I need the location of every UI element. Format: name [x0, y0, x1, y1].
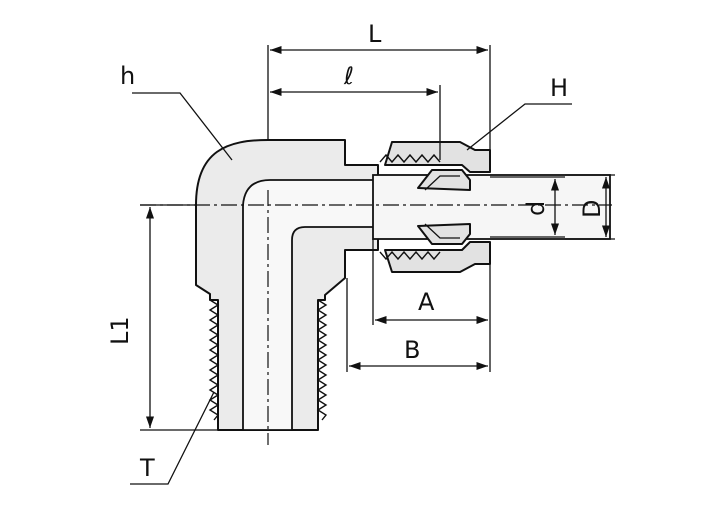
label-H: H: [550, 74, 568, 102]
dim-label-D: D: [578, 200, 606, 218]
label-T: T: [139, 454, 155, 482]
male-thread-right: [316, 299, 328, 421]
tube: [372, 174, 611, 240]
dim-label-l: ℓ: [343, 62, 354, 90]
nut-thread-bottom: [379, 250, 441, 261]
dim-label-A: A: [418, 288, 435, 316]
ferrule-top: [417, 169, 471, 191]
dim-label-L: L: [368, 20, 382, 48]
male-thread-left: [208, 299, 220, 421]
ferrule-bottom: [417, 223, 471, 245]
nut-top: [384, 141, 491, 173]
h-leader: [132, 92, 233, 161]
dim-label-B: B: [404, 336, 420, 364]
dim-label-L1: L1: [106, 316, 134, 345]
nut-thread-top: [379, 153, 441, 164]
T-leader: [130, 391, 215, 485]
label-h: h: [120, 62, 135, 90]
ferrule-inner-bottom: [424, 223, 460, 239]
dim-label-d: d: [522, 201, 550, 216]
ferrule-inner-top: [424, 175, 460, 191]
H-leader: [466, 103, 572, 151]
elbow-bore: [242, 179, 379, 431]
nut-bottom: [384, 241, 491, 273]
